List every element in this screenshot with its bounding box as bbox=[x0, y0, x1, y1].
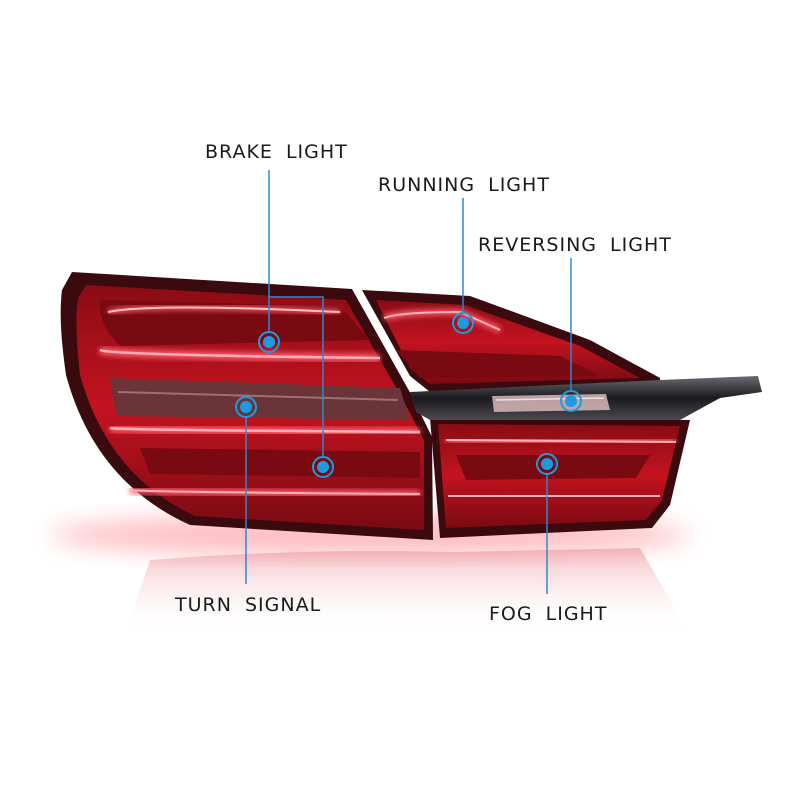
callout-lines bbox=[245, 170, 572, 594]
inner-lamp bbox=[362, 290, 690, 538]
brake-marker-lower bbox=[312, 456, 334, 478]
callout-markers bbox=[235, 312, 582, 478]
reversing-marker bbox=[560, 390, 582, 412]
turn-signal-label: TURN SIGNAL bbox=[175, 594, 322, 616]
fog-light-label: FOG LIGHT bbox=[489, 603, 608, 625]
reversing-light-label: REVERSING LIGHT bbox=[478, 234, 672, 256]
brake-leader-branch bbox=[269, 296, 324, 458]
brake-light-label: BRAKE LIGHT bbox=[205, 141, 348, 163]
fog-marker bbox=[536, 453, 558, 475]
turn-marker bbox=[235, 396, 257, 418]
running-marker bbox=[452, 312, 474, 334]
brake-marker-upper bbox=[258, 331, 280, 353]
running-light-label: RUNNING LIGHT bbox=[378, 174, 550, 196]
